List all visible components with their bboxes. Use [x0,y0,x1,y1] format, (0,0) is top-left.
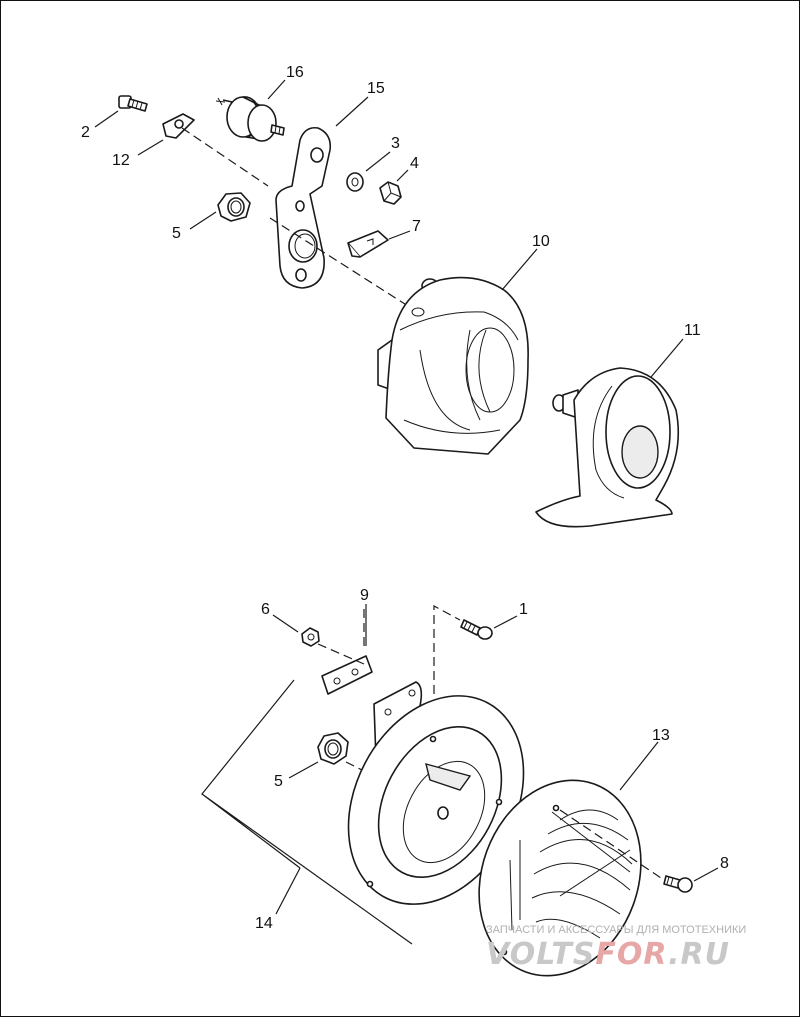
watermark-logo: VOLTSFOR.RU [486,937,730,972]
part-rubber-mount-16 [215,96,285,142]
assembly-line-lower-3 [559,809,665,881]
callout-16: 16 [286,64,304,81]
part-screw-1 [460,619,493,640]
part-clip-nut-7 [347,230,389,258]
upper-leader-lines [94,79,684,378]
callout-1: 1 [519,601,528,618]
callout-14: 14 [255,915,273,932]
part-washer-3 [346,172,364,192]
assembly-line-upper-1 [181,127,409,307]
lower-leader-lines [201,604,719,945]
part-nut-4 [379,181,402,205]
part-plate-9 [321,655,373,695]
callout-15: 15 [367,80,385,97]
callout-7: 7 [412,218,421,235]
callout-4: 4 [410,155,419,172]
callout-6: 6 [261,601,270,618]
part-grille-13 [478,779,642,977]
assembly-line-lower-2 [345,761,375,777]
callout-5-lower: 5 [274,773,283,790]
part-clip-12 [162,113,195,139]
callout-10: 10 [532,233,550,250]
callout-9: 9 [360,587,369,604]
callout-5-upper: 5 [172,225,181,242]
part-bracket-15 [275,126,332,289]
part-screw-8 [663,875,693,893]
callout-11: 11 [684,322,701,339]
callout-3: 3 [391,135,400,152]
part-screw-2 [118,95,148,112]
assembly-line-lower-1 [317,604,461,694]
callout-2: 2 [81,124,90,141]
part-horn-10 [377,276,529,455]
part-horn-body-14 [347,695,525,905]
callout-8: 8 [720,855,729,872]
part-hex-nut-5-lower [317,732,349,765]
callout-13: 13 [652,727,670,744]
part-hex-nut-5-upper [217,192,251,222]
part-nut-6 [301,627,320,647]
part-horn-11 [535,367,680,528]
callout-12: 12 [112,152,130,169]
watermark-tagline: ЗАПЧАСТИ И АКСЕССУАРЫ ДЛЯ МОТОТЕХНИКИ [486,924,746,936]
